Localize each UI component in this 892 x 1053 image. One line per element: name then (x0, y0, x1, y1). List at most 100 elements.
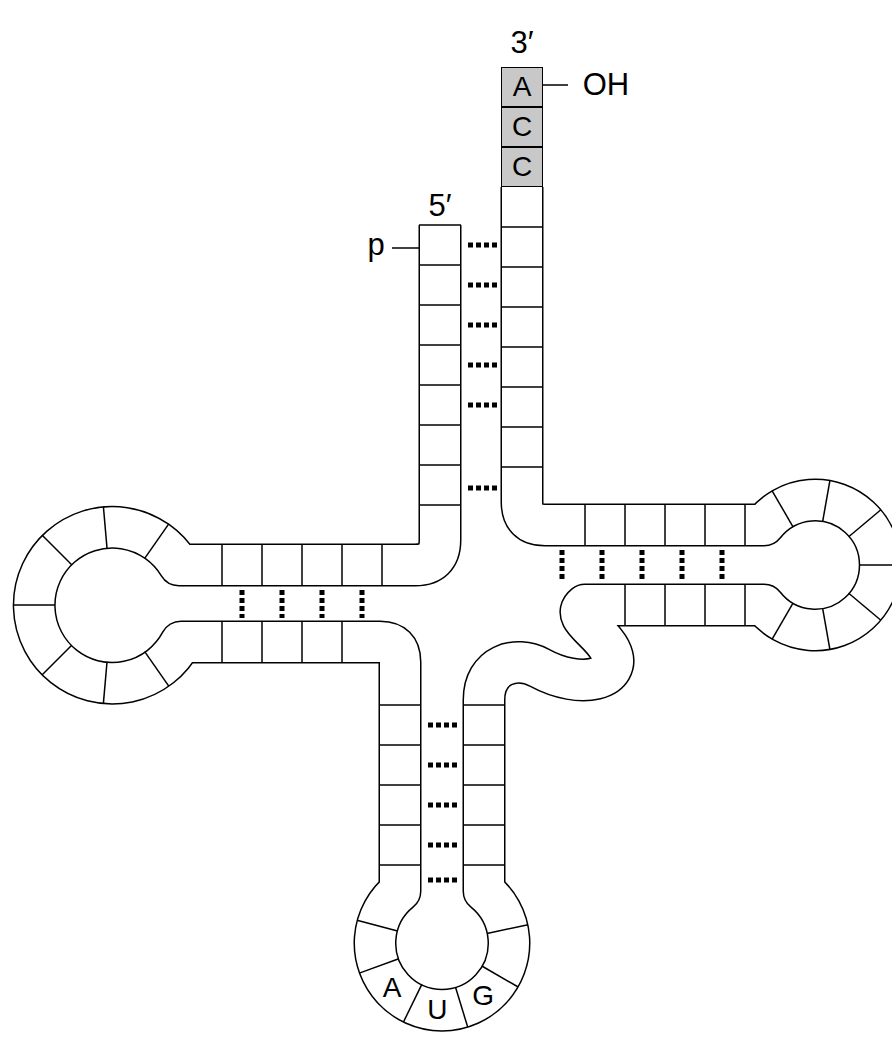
segment-divider (455, 987, 467, 1027)
segment-divider (487, 925, 528, 934)
segment-divider (419, 224, 461, 226)
segment-divider (463, 704, 505, 706)
base-pair-dash (468, 323, 497, 328)
base-pair-dash (428, 723, 457, 728)
base-pair-dash (468, 363, 497, 368)
segment-divider (501, 226, 543, 228)
segment-divider (624, 504, 626, 546)
segment-divider (501, 346, 543, 348)
base-pair-dash (468, 403, 497, 408)
base-pair-dash (680, 550, 685, 580)
segment-divider (419, 304, 461, 306)
segment-divider (419, 384, 461, 386)
segment-divider (261, 621, 263, 663)
base-pair-dash (360, 590, 365, 618)
segment-divider (419, 464, 461, 466)
segment-divider (859, 564, 892, 566)
base-pair-dash (280, 590, 285, 618)
segment-divider (823, 480, 830, 521)
base-pair-dash (428, 878, 457, 883)
base-pair-dash (468, 243, 497, 248)
segment-divider (379, 744, 421, 746)
segment-divider (261, 544, 263, 586)
segment-divider (624, 584, 626, 626)
segment-divider (379, 864, 421, 866)
segment-divider (103, 662, 107, 704)
base-pair-dash (560, 550, 565, 580)
segment-divider (849, 593, 881, 620)
segment-divider (744, 504, 746, 546)
base-pair-dash (240, 590, 245, 618)
segment-divider (419, 504, 461, 506)
segment-divider (501, 306, 543, 308)
base-letter: C (512, 113, 532, 141)
end-label: 5′ (428, 190, 451, 221)
segment-divider (501, 466, 543, 468)
anticodon-base: G (472, 982, 494, 1010)
segment-divider (704, 584, 706, 626)
base-pair-dash (428, 843, 457, 848)
nucleotide-box: A (501, 67, 543, 107)
base-pair-dash (468, 283, 497, 288)
base-pair-dash (428, 803, 457, 808)
segment-divider (13, 604, 55, 606)
backbone-outline (34, 187, 880, 1010)
segment-divider (823, 608, 830, 649)
segment-divider (772, 603, 793, 639)
segment-divider (419, 424, 461, 426)
segment-divider (145, 524, 169, 558)
segment-divider (145, 652, 169, 686)
segment-divider (379, 824, 421, 826)
segment-divider (463, 744, 505, 746)
end-label: 3′ (510, 27, 533, 58)
segment-divider (221, 621, 223, 663)
base-pair-dash (600, 550, 605, 580)
hydroxyl-label: OH (583, 69, 630, 100)
segment-divider (341, 621, 343, 663)
segment-divider (584, 504, 586, 546)
segment-divider (501, 266, 543, 268)
backbone-fill (34, 187, 880, 1010)
segment-divider (419, 264, 461, 266)
base-letter: C (512, 153, 532, 181)
segment-divider (772, 491, 793, 527)
segment-divider (849, 510, 881, 537)
nucleotide-box: C (501, 147, 543, 187)
segment-divider (103, 506, 107, 548)
segment-divider (359, 959, 398, 973)
base-pair-dashes (242, 245, 722, 880)
segment-divider (501, 426, 543, 428)
base-pair-dash (320, 590, 325, 618)
segment-divider (341, 544, 343, 586)
leader-line (543, 84, 568, 86)
segment-divider (381, 544, 383, 586)
segment-divider (42, 645, 72, 675)
base-letter: A (513, 73, 532, 101)
leader-line (392, 247, 420, 249)
anticodon-base: U (427, 996, 447, 1024)
segment-divider (704, 504, 706, 546)
segment-divider (221, 544, 223, 586)
segment-divider (379, 704, 421, 706)
base-pair-dash (640, 550, 645, 580)
segment-divider (664, 504, 666, 546)
segment-divider (463, 784, 505, 786)
segment-divider (301, 544, 303, 586)
segment-dividers (13, 225, 892, 1027)
segment-divider (419, 344, 461, 346)
segment-divider (357, 920, 398, 931)
segment-divider (403, 984, 421, 1022)
nucleotide-box: C (501, 107, 543, 147)
segment-divider (42, 535, 72, 565)
segment-divider (301, 621, 303, 663)
segment-divider (501, 386, 543, 388)
anticodon-base: A (383, 974, 402, 1002)
segment-divider (463, 824, 505, 826)
segment-divider (379, 784, 421, 786)
phosphate-label: p (367, 229, 384, 260)
segment-divider (664, 584, 666, 626)
segment-divider (744, 584, 746, 626)
backbone (34, 187, 880, 1010)
segment-divider (463, 864, 505, 866)
